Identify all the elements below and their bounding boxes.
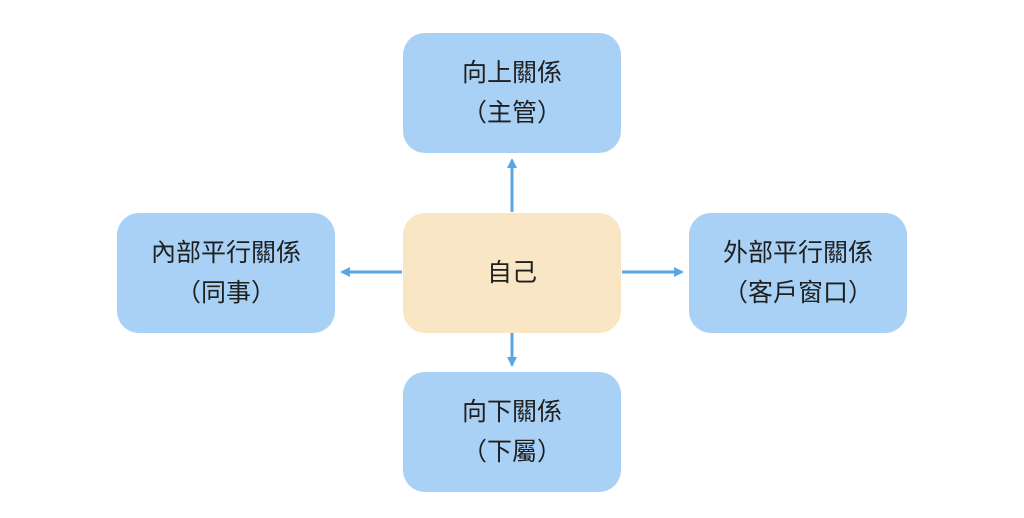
node-self: 自己 xyxy=(403,213,621,333)
node-upward-subtitle: （主管） xyxy=(461,98,562,127)
node-external-subtitle: （客戶窗口） xyxy=(722,278,873,307)
node-upward-relationship: 向上關係 （主管） xyxy=(403,33,621,153)
node-downward-relationship: 向下關係 （下屬） xyxy=(403,372,621,492)
node-internal-subtitle: （同事） xyxy=(175,278,276,307)
node-external-title: 外部平行關係 xyxy=(722,238,873,267)
node-downward-subtitle: （下屬） xyxy=(461,437,562,466)
node-external-peer-relationship: 外部平行關係 （客戶窗口） xyxy=(689,213,907,333)
node-downward-title: 向下關係 xyxy=(461,397,562,426)
node-self-title: 自己 xyxy=(486,258,537,287)
node-upward-title: 向上關係 xyxy=(461,58,562,87)
node-internal-peer-relationship: 內部平行關係 （同事） xyxy=(117,213,335,333)
node-internal-title: 內部平行關係 xyxy=(150,238,301,267)
